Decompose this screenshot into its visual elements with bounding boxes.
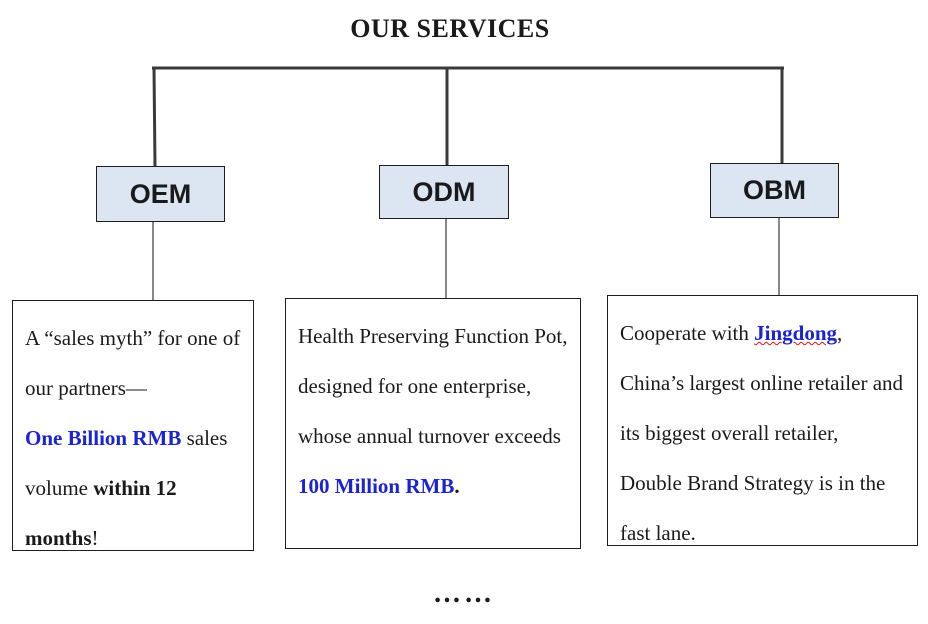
- desc-obm-text-c: , China’s largest online retailer and it…: [620, 321, 904, 545]
- desc-oem: A “sales myth” for one of our partners— …: [12, 300, 254, 551]
- node-obm-label: OBM: [743, 175, 806, 205]
- desc-oem-text-e: !: [91, 526, 99, 550]
- desc-oem-bold: within 12 months: [25, 476, 177, 550]
- diagram-title: OUR SERVICES: [350, 14, 550, 43]
- desc-oem-text-a: A “sales myth” for one of our partners—: [25, 326, 241, 400]
- node-obm: OBM: [710, 163, 839, 218]
- desc-odm-highlight: 100 Million RMB: [298, 474, 455, 498]
- desc-obm-highlight: Jingdong: [754, 321, 838, 345]
- stem-oem: [152, 67, 157, 167]
- desc-odm-text-a: Health Preserving Function Pot, designed…: [298, 324, 568, 448]
- more-indicator: ……: [433, 578, 495, 609]
- node-oem-label: OEM: [129, 178, 192, 209]
- node-oem: OEM: [96, 166, 225, 222]
- desc-oem-text-c: sales volume: [25, 426, 228, 500]
- desc-oem-highlight: One Billion RMB: [25, 426, 182, 450]
- desc-odm-text-c: .: [454, 474, 460, 498]
- desc-obm: Cooperate with Jingdong, China’s largest…: [607, 295, 918, 546]
- node-odm-label: ODM: [412, 176, 476, 207]
- desc-odm: Health Preserving Function Pot, designed…: [285, 298, 581, 549]
- desc-obm-text-a: Cooperate with: [620, 321, 755, 345]
- node-odm: ODM: [379, 165, 509, 219]
